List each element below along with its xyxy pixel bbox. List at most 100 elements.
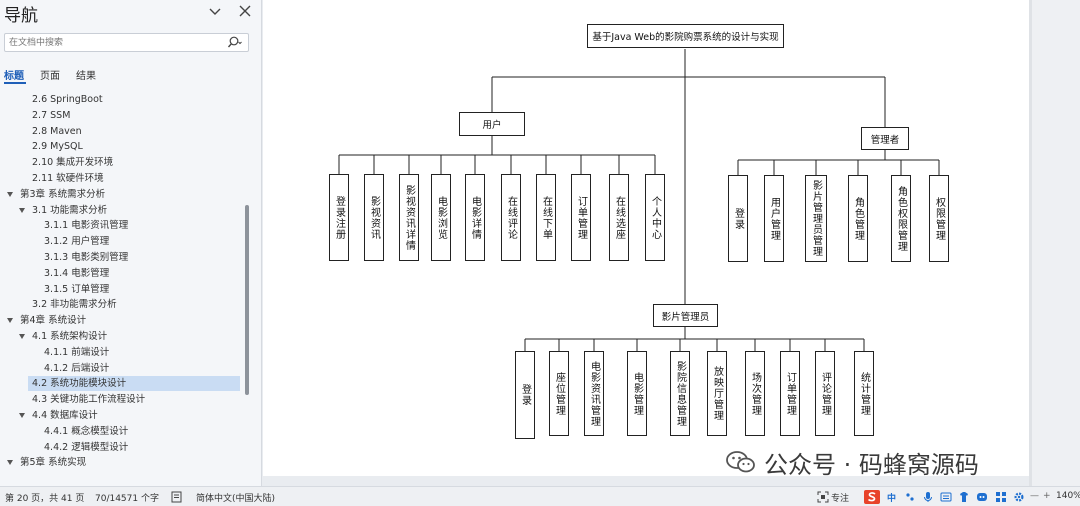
outline-item-label: 4.2 系统功能模块设计 (32, 378, 127, 390)
diagram-admin-node: 管理者 (861, 127, 909, 150)
user-leaf-node: 订单管理 (571, 174, 591, 261)
film-admin-leaf-node: 登录 (515, 351, 535, 439)
user-leaf-node: 电影详情 (465, 174, 485, 261)
outline-item[interactable]: 2.11 软硬件环境 (0, 171, 244, 186)
outline-item-label: 2.9 MySQL (32, 141, 83, 153)
user-leaf-label: 登录注册 (333, 195, 345, 240)
outline-item[interactable]: 3.2 非功能需求分析 (0, 297, 244, 312)
expand-caret-icon[interactable] (19, 412, 25, 419)
user-leaf-node: 影视资讯 (364, 174, 384, 261)
outline-item[interactable]: 第5章 系统实现 (0, 455, 244, 470)
outline-item-label: 3.1.5 订单管理 (44, 283, 110, 295)
outline-item[interactable]: 4.1.2 后端设计 (0, 361, 244, 376)
outline-item-label: 第3章 系统需求分析 (20, 188, 106, 200)
microphone-icon[interactable] (922, 491, 934, 503)
tab-headings[interactable]: 标题 (4, 71, 24, 82)
film-admin-leaf-node: 放映厅管理 (707, 351, 727, 436)
film-admin-leaf-node: 电影资讯管理 (584, 351, 604, 436)
film-admin-leaf-node: 场次管理 (745, 351, 765, 436)
ime-mode[interactable]: 中 (887, 494, 897, 504)
zoom-in-button[interactable]: + (1043, 491, 1051, 501)
outline-item-label: 3.1.4 电影管理 (44, 267, 110, 279)
outline-item[interactable]: 2.7 SSM (0, 108, 244, 123)
word-count[interactable]: 70/14571 个字 (95, 494, 159, 504)
close-icon[interactable] (238, 4, 252, 18)
expand-caret-icon[interactable] (7, 459, 13, 466)
outline-item[interactable]: 4.1.1 前端设计 (0, 345, 244, 360)
outline-item[interactable]: 3.1 功能需求分析 (0, 203, 244, 218)
outline-item[interactable]: 4.1 系统架构设计 (0, 329, 244, 344)
sogou-ime-icon[interactable] (864, 490, 880, 504)
search-input[interactable] (9, 35, 219, 50)
outline-item-label: 4.4.2 逻辑模型设计 (44, 441, 129, 453)
tab-results[interactable]: 结果 (76, 71, 96, 82)
expand-caret-icon[interactable] (7, 317, 13, 324)
tab-pages[interactable]: 页面 (40, 71, 60, 82)
film-admin-leaf-label: 登录 (519, 384, 531, 406)
outline-item[interactable]: 第3章 系统需求分析 (0, 187, 244, 202)
outline-scrollbar[interactable] (245, 205, 249, 395)
user-leaf-node: 登录注册 (329, 174, 349, 261)
film-admin-leaf-node: 电影管理 (627, 351, 647, 436)
film-admin-leaf-label: 电影管理 (631, 371, 643, 416)
zoom-out-button[interactable]: — (1030, 491, 1039, 501)
outline-item[interactable]: 2.6 SpringBoot (0, 92, 244, 107)
film-admin-leaf-label: 评论管理 (819, 371, 831, 416)
outline-item[interactable]: 2.10 集成开发环境 (0, 155, 244, 170)
skin-icon[interactable] (958, 491, 970, 503)
document-area: 基于Java Web的影院购票系统的设计与实现 用户 管理者 影片管理员 登录注… (263, 0, 1080, 486)
outline-item[interactable]: 3.1.5 订单管理 (0, 282, 244, 297)
admin-leaf-node: 影片管理员管理 (805, 175, 827, 262)
settings-icon[interactable] (1013, 491, 1025, 503)
outline-item[interactable]: 3.1.4 电影管理 (0, 266, 244, 281)
language-indicator[interactable]: 简体中文(中国大陆) (196, 494, 276, 504)
outline-item[interactable]: 3.1.2 用户管理 (0, 234, 244, 249)
user-leaf-node: 电影浏览 (431, 174, 451, 261)
focus-icon[interactable] (817, 491, 829, 503)
page-indicator[interactable]: 第 20 页，共 41 页 (5, 494, 85, 504)
outline-item[interactable]: 4.3 关键功能工作流程设计 (0, 392, 244, 407)
outline-item-label: 4.1 系统架构设计 (32, 331, 108, 342)
admin-leaf-label: 角色管理 (852, 196, 864, 241)
chevron-down-icon[interactable] (208, 5, 222, 19)
search-icon[interactable] (227, 36, 242, 49)
active-tab-indicator (4, 82, 26, 84)
outline-item[interactable]: 3.1.3 电影类别管理 (0, 250, 244, 265)
user-leaf-label: 影视资讯 (368, 195, 380, 240)
user-leaf-node: 个人中心 (645, 174, 665, 261)
toolbox-icon[interactable] (995, 491, 1007, 503)
outline-item-label: 4.1.1 前端设计 (44, 346, 110, 358)
expand-caret-icon[interactable] (7, 191, 13, 198)
focus-label[interactable]: 专注 (831, 494, 850, 504)
outline-item[interactable]: 第4章 系统设计 (0, 313, 244, 328)
outline-item[interactable]: 3.1.1 电影资讯管理 (0, 218, 244, 233)
user-leaf-node: 在线选座 (609, 174, 629, 261)
nav-title: 导航 (4, 6, 38, 26)
user-leaf-node: 影视资讯详情 (399, 174, 419, 261)
outline-item[interactable]: 4.4.1 概念模型设计 (0, 424, 244, 439)
admin-leaf-node: 角色管理 (848, 175, 868, 262)
wechat-icon (726, 451, 755, 473)
film-admin-leaf-label: 座位管理 (553, 371, 565, 416)
outline-item-label: 2.10 集成开发环境 (32, 157, 114, 169)
admin-leaf-label: 角色权限管理 (895, 185, 907, 252)
keyboard-icon[interactable] (940, 491, 952, 503)
film-admin-leaf-node: 订单管理 (780, 351, 800, 436)
user-leaf-label: 订单管理 (575, 195, 587, 240)
outline-item[interactable]: 2.9 MySQL (0, 139, 244, 154)
emoji-icon[interactable] (976, 491, 988, 503)
outline-item[interactable]: 2.8 Maven (0, 124, 244, 139)
outline-item[interactable]: 4.4 数据库设计 (0, 408, 244, 423)
document-page: 基于Java Web的影院购票系统的设计与实现 用户 管理者 影片管理员 登录注… (263, 0, 1029, 476)
search-box (4, 33, 249, 52)
outline-item-selected[interactable]: 4.2 系统功能模块设计 (28, 376, 240, 392)
outline-item[interactable]: 4.4.2 逻辑模型设计 (0, 440, 244, 455)
expand-caret-icon[interactable] (19, 333, 25, 340)
punctuation-icon[interactable] (904, 491, 916, 503)
expand-caret-icon[interactable] (19, 207, 25, 214)
admin-leaf-label: 影片管理员管理 (810, 180, 822, 257)
proofing-icon[interactable] (171, 491, 183, 503)
zoom-level[interactable]: 140% (1056, 491, 1080, 501)
outline-item-label: 2.6 SpringBoot (32, 94, 103, 105)
